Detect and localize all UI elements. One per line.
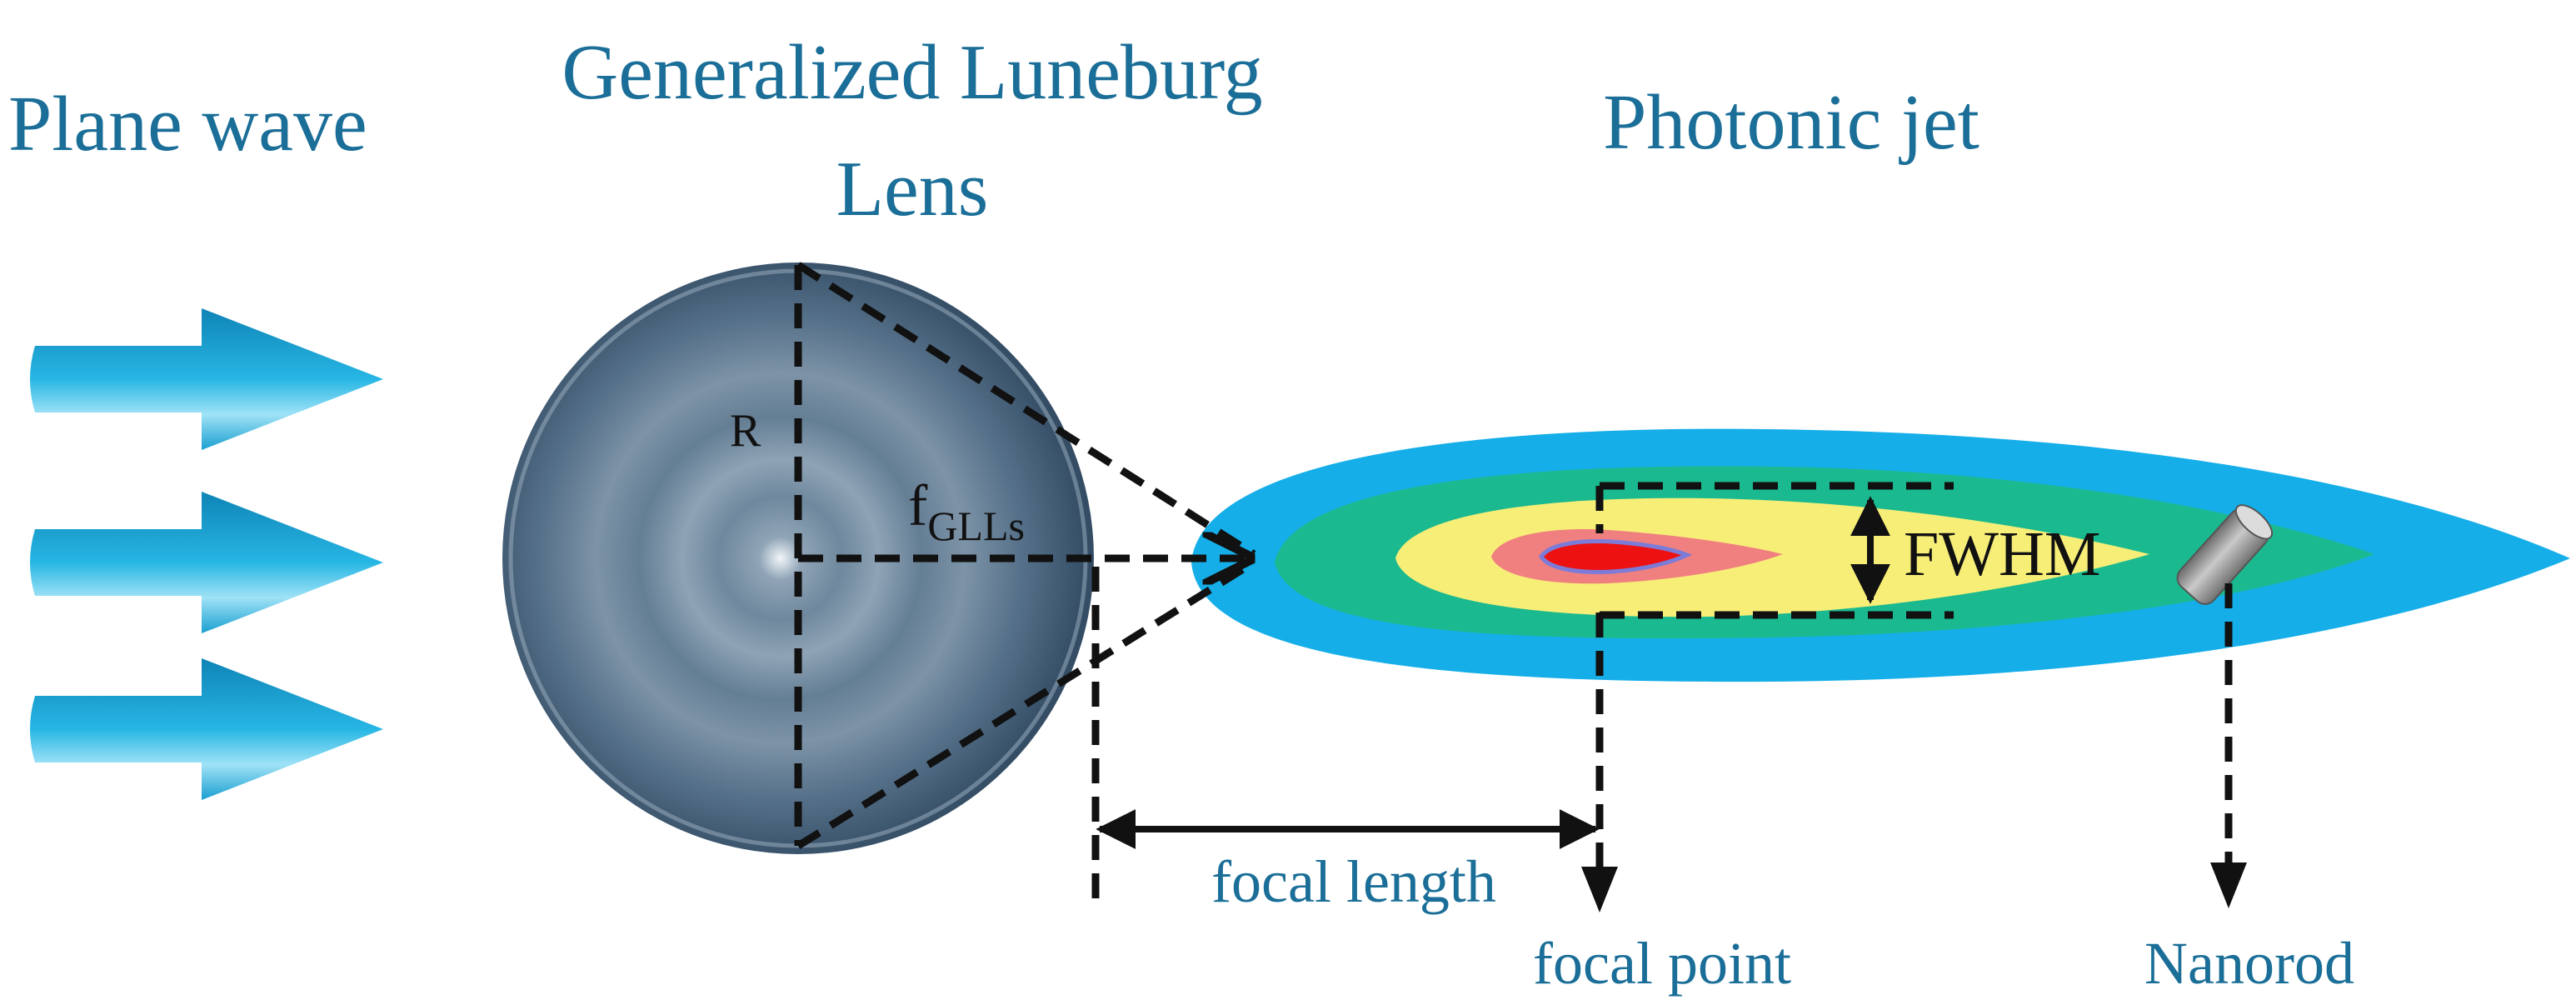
wave-arrow-middle [30, 492, 383, 633]
focal-distance-subscript: GLLs [927, 502, 1025, 549]
wave-arrow-bottom [30, 658, 383, 800]
lens-title-line1: Generalized Luneburg [562, 29, 1262, 116]
focal-point-arrowhead [1581, 867, 1618, 912]
nanorod-label: Nanorod [2144, 930, 2354, 997]
plane-wave-title: Plane wave [8, 81, 367, 168]
geometry-lines [794, 262, 2233, 908]
nanorod-arrowhead [2210, 862, 2247, 908]
lens-title-line2: Lens [836, 146, 989, 232]
radius-label: R [730, 405, 761, 457]
lower-focus-ray [796, 559, 1256, 849]
jet-peak-region [1539, 539, 1693, 574]
fwhm-label: FWHM [1904, 519, 2100, 589]
plane-wave-arrows [30, 308, 383, 800]
wave-arrow-top [30, 308, 383, 450]
nanorod [2176, 504, 2274, 605]
upper-focus-ray [796, 262, 1256, 558]
focal-distance-label: fGLLs [908, 474, 1025, 549]
focal-point-label: focal point [1533, 930, 1791, 997]
focal-distance-main: f [908, 474, 928, 538]
photonic-jet [1191, 428, 2570, 682]
focal-length-label: focal length [1211, 848, 1496, 915]
nanorod-cap [2234, 504, 2274, 540]
photonic-jet-title: Photonic jet [1603, 79, 1979, 166]
